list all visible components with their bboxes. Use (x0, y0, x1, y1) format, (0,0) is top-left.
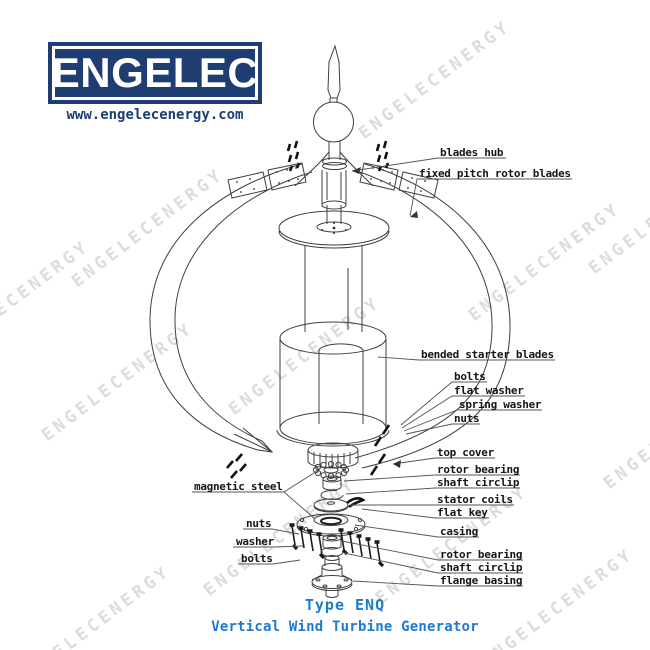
rotor-top-disc (278, 210, 390, 249)
flange-base-part (311, 555, 353, 598)
label-stator-coils: stator coils (437, 493, 513, 506)
casing-part (296, 513, 366, 537)
circlip-lower-part (320, 547, 344, 557)
logo-brand-text: ENGELEC (51, 49, 259, 96)
label-rotor-bearing-lower: rotor bearing (440, 548, 523, 561)
inner-column (304, 245, 363, 332)
label-flange-basing: flange basing (440, 574, 523, 587)
leader-arrowheads (352, 167, 418, 468)
label-nuts-right: nuts (454, 412, 480, 425)
caption-title: Vertical Wind Turbine Generator (211, 619, 479, 635)
caption-type: Type ENQ (304, 596, 386, 614)
label-casing: casing (440, 525, 478, 538)
label-flat-key: flat key (437, 506, 488, 519)
bearing-lower-part (322, 534, 342, 550)
flat-key-part (346, 497, 366, 508)
bolts-left-group (289, 523, 326, 560)
label-blades-hub: blades hub (440, 146, 504, 159)
finial-sphere (313, 101, 354, 143)
bearing-upper-part (322, 475, 342, 491)
finial-spike (327, 44, 341, 103)
hub-shaft (322, 141, 347, 170)
blade-mount-plates (227, 162, 439, 199)
leader-lines (192, 157, 572, 587)
label-shaft-circlip-lower: shaft circlip (440, 561, 523, 574)
stator-disc-part (313, 498, 349, 513)
bolt-marks (226, 140, 391, 479)
label-nuts-left: nuts (246, 517, 272, 530)
magnet-ring-part (312, 460, 350, 480)
rotor-blade-left (149, 163, 313, 453)
label-shaft-circlip-upper: shaft circlip (437, 476, 520, 489)
label-bended-starter-blades: bended starter blades (421, 348, 554, 361)
top-cover-part (307, 442, 359, 469)
label-spring-washer: spring washer (459, 398, 542, 411)
rotor-blade-right (354, 163, 511, 469)
website-url: www.engelecenergy.com (66, 107, 244, 123)
label-flat-washer: flat washer (454, 384, 524, 397)
label-washer-left: washer (236, 535, 274, 548)
circlip-upper-part (320, 490, 344, 500)
label-magnetic-steel: magnetic steel (194, 480, 283, 493)
caption-block: Type ENQ Vertical Wind Turbine Generator (180, 596, 510, 635)
engelec-logo: ENGELEC (48, 42, 262, 104)
logo-box: ENGELEC (52, 49, 258, 97)
blades-hub-assembly (294, 151, 374, 224)
starter-blade-cylinder (276, 321, 390, 447)
label-top-cover: top cover (437, 446, 494, 459)
label-rotor-bearing-upper: rotor bearing (437, 463, 520, 476)
label-bolts-left: bolts (241, 552, 273, 565)
label-bolts-right: bolts (454, 370, 486, 383)
label-fixed-pitch-rotor-blades: fixed pitch rotor blades (419, 167, 571, 180)
